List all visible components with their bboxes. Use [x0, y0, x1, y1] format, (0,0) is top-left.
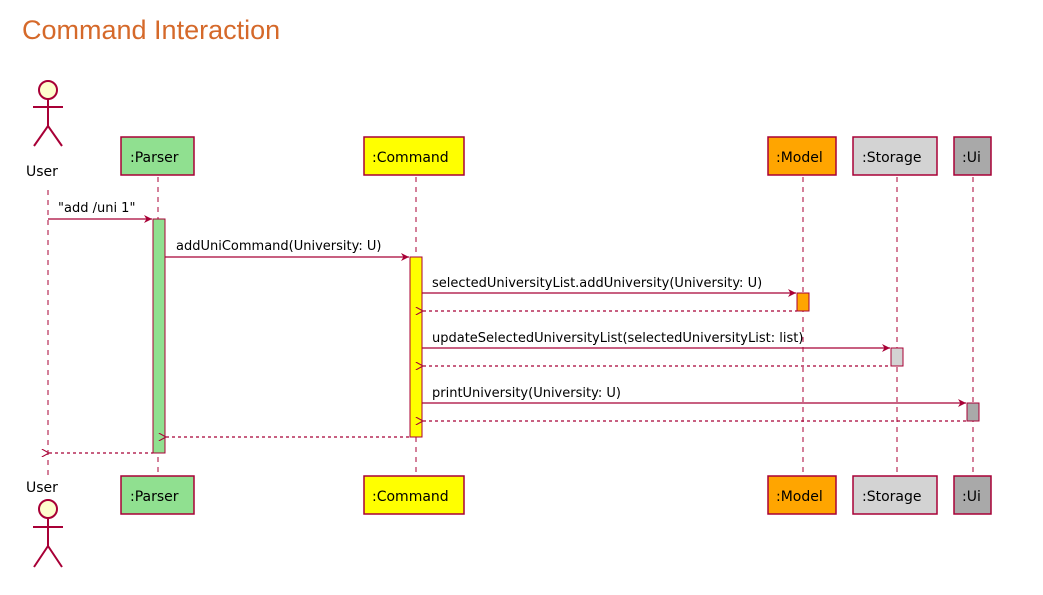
message-add-uni-label: "add /uni 1" — [58, 201, 135, 216]
svg-text::Command: :Command — [372, 150, 449, 166]
svg-text::Model: :Model — [776, 489, 823, 505]
svg-text::Ui: :Ui — [962, 150, 981, 166]
svg-text::Parser: :Parser — [130, 489, 179, 505]
activation-ui — [966, 402, 980, 422]
message-add-university-label: selectedUniversityList.addUniversity(Uni… — [432, 276, 762, 291]
svg-text::Ui: :Ui — [962, 489, 981, 505]
participant-command-top: :Command — [363, 136, 465, 176]
actor-user-bottom-label: User — [26, 480, 58, 496]
svg-text::Model: :Model — [776, 150, 823, 166]
svg-text::Command: :Command — [372, 489, 449, 505]
activation-storage — [890, 347, 904, 367]
message-print-university-label: printUniversity(University: U) — [432, 386, 621, 401]
participant-ui-top: :Ui — [953, 136, 992, 176]
message-update-list-label: updateSelectedUniversityList(selectedUni… — [432, 331, 803, 346]
actor-user-bottom — [33, 499, 63, 568]
activation-command — [409, 256, 423, 438]
diagram-title: Command Interaction — [22, 15, 281, 45]
participant-model-bottom: :Model — [767, 475, 837, 515]
svg-text::Storage: :Storage — [862, 150, 922, 166]
participant-parser-top: :Parser — [120, 136, 195, 176]
participant-storage-top: :Storage — [852, 136, 938, 176]
actor-user-top-label: User — [26, 164, 58, 180]
participant-parser-bottom: :Parser — [120, 475, 195, 515]
participant-command-bottom: :Command — [363, 475, 465, 515]
activation-parser — [152, 218, 166, 454]
participant-ui-bottom: :Ui — [953, 475, 992, 515]
participant-model-top: :Model — [767, 136, 837, 176]
message-add-uni-command-label: addUniCommand(University: U) — [176, 239, 381, 254]
svg-text::Parser: :Parser — [130, 150, 179, 166]
activation-model — [796, 292, 810, 312]
participant-storage-bottom: :Storage — [852, 475, 938, 515]
actor-user-top — [33, 80, 63, 147]
svg-text::Storage: :Storage — [862, 489, 922, 505]
